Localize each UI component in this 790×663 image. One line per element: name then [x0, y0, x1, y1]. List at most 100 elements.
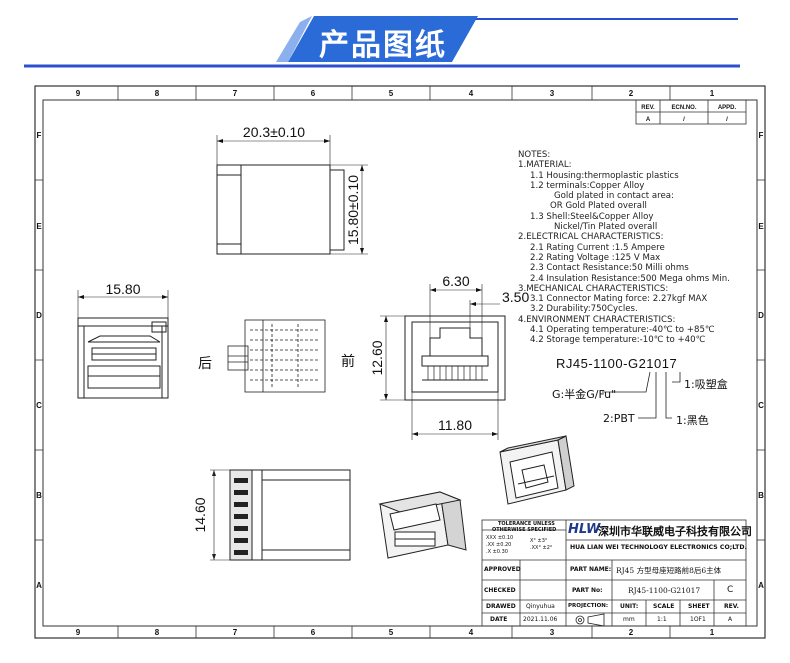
col-label-bottom: 5: [389, 628, 394, 637]
note-line: 3.2 Durability:750Cycles.: [530, 304, 638, 315]
bottom-view: [210, 469, 351, 561]
row-label-right: C: [758, 401, 764, 410]
col-label-bottom: 4: [469, 628, 474, 637]
row-label-right: A: [758, 581, 764, 590]
title-block-grid: [481, 519, 747, 627]
dim-bottom-height: 14.60: [192, 497, 208, 532]
note-line: 2.4 Insulation Resistance:500 Mega ohms …: [530, 273, 730, 284]
note-line: 1.2 terminals:Copper Alloy: [530, 180, 645, 191]
company-name-en: HUA LIAN WEI TECHNOLOGY ELECTRONICS CO;L…: [570, 544, 747, 551]
dim-top-width: 20.3±0.10: [243, 124, 305, 140]
outer-frame: [34, 85, 766, 639]
note-line: 2.ELECTRICAL CHARACTERISTICS:: [518, 232, 664, 243]
projection-symbol-icon: [575, 613, 605, 627]
dim-front-bottom: 11.80: [438, 417, 472, 433]
rev-label: REV.: [724, 603, 739, 610]
drawer-name: Qinyuhua: [526, 603, 555, 610]
col-label-top: 5: [389, 89, 394, 98]
tolerance-title: OTHERWISE SPECIFIED: [492, 527, 557, 533]
part-name-value: RJ45 方型母座短路前8后6主体: [616, 566, 722, 575]
col-label-top: 3: [550, 89, 555, 98]
col-label-top: 7: [233, 89, 238, 98]
part-no-value: RJ45-1100-G21017: [628, 586, 701, 595]
col-label-bottom: 7: [233, 628, 238, 637]
scale-value: 1:1: [657, 616, 667, 623]
sheet-value: 1OF1: [690, 616, 706, 623]
tolerance-line: XXX ±0.10: [486, 535, 514, 541]
rev-value: A: [728, 616, 733, 623]
note-line: Nickel/Tin Plated overall: [554, 222, 658, 233]
unit-label: UNIT:: [620, 603, 639, 610]
top-view: [216, 135, 368, 255]
col-label-bottom: 2: [629, 628, 634, 637]
row-label-left: E: [36, 222, 42, 231]
rev-header: REV.: [641, 105, 655, 111]
part-code: RJ45-1100-G21017: [556, 356, 678, 371]
tolerance-line: .X ±0.30: [486, 549, 508, 555]
banner-graphic: [24, 16, 740, 68]
frame-ticks: [35, 86, 765, 638]
approved-label: APPROVED: [484, 566, 521, 573]
label-front: 前: [341, 353, 355, 369]
part-no-label: PART No:: [572, 587, 603, 594]
side-view: [77, 290, 169, 399]
row-label-left: D: [36, 311, 42, 320]
tolerance-angle: X° ±3°: [530, 538, 548, 544]
part-code-color-label: 1:黑色: [676, 414, 709, 427]
row-label-left: B: [36, 491, 42, 500]
date-label: DATE: [490, 616, 508, 623]
note-line: Gold plated in contact area:: [554, 191, 674, 202]
note-line: 2.1 Rating Current :1.5 Ampere: [530, 242, 665, 253]
col-label-top: 8: [155, 89, 160, 98]
row-label-left: C: [36, 401, 42, 410]
col-label-bottom: 1: [710, 628, 715, 637]
tolerance-line: .XX ±0.20: [486, 542, 512, 548]
dim-front-top-right: 3.50: [502, 289, 529, 305]
isometric-view-rear: [378, 491, 467, 559]
row-label-right: F: [759, 131, 764, 140]
part-code-packing-label: 1:吸塑盒: [684, 378, 728, 391]
ecn-header: ECN.NO.: [671, 105, 696, 111]
row-label-right: D: [758, 311, 764, 320]
part-code-g-label: G:半金G/Fu": [552, 388, 617, 401]
unit-value: mm: [623, 616, 635, 623]
dim-front-top: 6.30: [442, 273, 469, 289]
row-label-right: B: [758, 491, 764, 500]
part-code-material-label: 2:PBT: [603, 412, 635, 425]
col-label-top: 9: [76, 89, 81, 98]
note-line: OR Gold Plated overall: [550, 201, 647, 212]
rev-value: A: [646, 117, 651, 123]
note-line: 1.3 Shell:Steel&Copper Alloy: [530, 211, 654, 222]
part-code-leaders: [602, 371, 681, 419]
drawed-label: DRAWED: [486, 603, 516, 610]
drawing-date: 2021.11.06: [523, 616, 558, 623]
tolerance-title: TOLERANCE UNLESS: [498, 521, 555, 527]
col-label-top: 4: [469, 89, 474, 98]
row-label-right: E: [758, 222, 764, 231]
front-view: [380, 284, 506, 440]
scale-label: SCALE: [653, 603, 675, 610]
company-name-cn: 深圳市华联威电子科技有限公司: [598, 525, 752, 538]
col-label-top: 1: [710, 89, 715, 98]
note-line: 4.2 Storage temperature:-10℃ to +40℃: [530, 335, 706, 346]
note-line: 3.1 Connector Mating force: 2.27kgf MAX: [530, 294, 708, 305]
note-line: 4.1 Operating temperature:-40℃ to +85℃: [530, 325, 715, 336]
dim-side-width: 15.80: [105, 281, 140, 297]
note-line: 2.3 Contact Resistance:50 Milli ohms: [530, 263, 689, 274]
section-view: [227, 319, 326, 393]
appd-header: APPD.: [718, 105, 737, 111]
appd-value: /: [726, 117, 728, 123]
part-name-label: PART NAME:: [570, 566, 612, 573]
revision-table: [635, 99, 747, 125]
note-line: 2.2 Rating Voltage :125 V Max: [530, 252, 661, 263]
col-label-bottom: 3: [550, 628, 555, 637]
row-label-left: A: [36, 581, 42, 590]
note-line: 1.1 Housing:thermoplastic plastics: [530, 170, 679, 181]
company-logo: HLW: [568, 522, 601, 537]
note-line: NOTES:: [518, 150, 551, 160]
label-back: 后: [198, 355, 212, 371]
note-line: 3.MECHANICAL CHARACTERISTICS:: [518, 283, 669, 294]
col-label-top: 6: [311, 89, 316, 98]
page-title: 产品图纸: [319, 28, 447, 63]
